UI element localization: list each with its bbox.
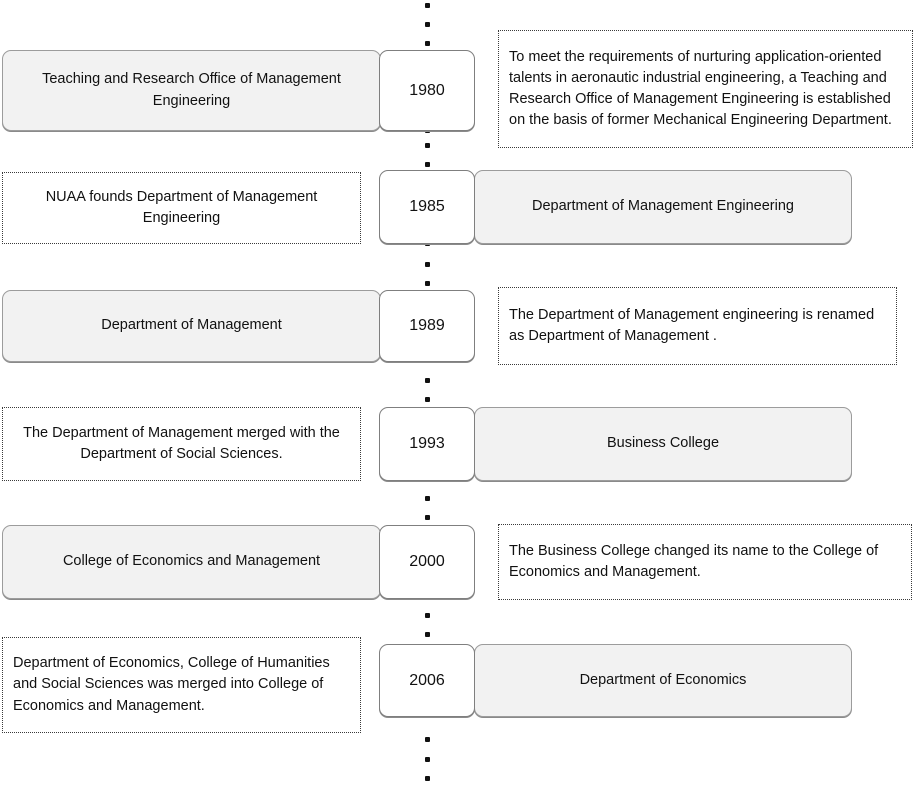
year-box-1980[interactable]: 1980 — [379, 50, 475, 131]
entity-box-1989[interactable]: Department of Management — [2, 290, 381, 362]
note-box-1980[interactable]: To meet the requirements of nurturing ap… — [498, 30, 913, 148]
timeline-dot-top — [425, 3, 430, 8]
note-box-1985[interactable]: NUAA founds Department of Management Eng… — [2, 172, 361, 244]
note-text-2006: Department of Economics, College of Huma… — [13, 655, 330, 714]
year-label-1993: 1993 — [409, 435, 445, 453]
year-box-1989[interactable]: 1989 — [379, 290, 475, 362]
timeline-dot-between — [425, 162, 430, 167]
entity-label-1993: Business College — [606, 435, 720, 452]
entity-label-1985: Department of Management Engineering — [532, 198, 794, 215]
note-box-2000[interactable]: The Business College changed its name to… — [498, 524, 912, 600]
entity-label-1989: Department of Management — [101, 317, 282, 334]
timeline-dot-bottom — [425, 776, 430, 781]
entity-box-1980[interactable]: Teaching and Research Office of Manageme… — [2, 50, 381, 131]
timeline-dot-between — [425, 632, 430, 637]
year-box-1993[interactable]: 1993 — [379, 407, 475, 481]
note-text-1989: The Department of Management engineering… — [509, 306, 875, 344]
entity-box-1993[interactable]: Business College — [474, 407, 852, 481]
timeline-dot-bottom — [425, 737, 430, 742]
note-box-1993[interactable]: The Department of Management merged with… — [2, 407, 361, 481]
timeline-dot-between — [425, 613, 430, 618]
timeline-dot-between — [425, 262, 430, 267]
year-label-1980: 1980 — [409, 81, 445, 99]
note-text-1993: The Department of Management merged with… — [23, 424, 340, 462]
year-box-2006[interactable]: 2006 — [379, 644, 475, 717]
timeline-dot-top — [425, 41, 430, 46]
year-label-2000: 2000 — [409, 553, 445, 571]
note-text-1985: NUAA founds Department of Management Eng… — [45, 188, 318, 226]
note-box-2006[interactable]: Department of Economics, College of Huma… — [2, 637, 361, 733]
note-text-2000: The Business College changed its name to… — [509, 542, 879, 580]
year-label-1989: 1989 — [409, 317, 445, 335]
timeline-dot-between — [425, 515, 430, 520]
note-text-1980: To meet the requirements of nurturing ap… — [509, 48, 892, 129]
year-label-2006: 2006 — [409, 671, 445, 689]
note-box-1989[interactable]: The Department of Management engineering… — [498, 287, 897, 365]
entity-box-2006[interactable]: Department of Economics — [474, 644, 852, 717]
entity-label-2006: Department of Economics — [579, 671, 747, 688]
year-box-2000[interactable]: 2000 — [379, 525, 475, 599]
year-box-1985[interactable]: 1985 — [379, 170, 475, 244]
timeline-dot-top — [425, 22, 430, 27]
entity-box-1985[interactable]: Department of Management Engineering — [474, 170, 852, 244]
entity-box-2000[interactable]: College of Economics and Management — [2, 525, 381, 599]
timeline-dot-bottom — [425, 757, 430, 762]
timeline-dot-between — [425, 397, 430, 402]
entity-label-1980: Teaching and Research Office of Manageme… — [42, 71, 341, 109]
timeline-dot-between — [425, 143, 430, 148]
timeline-dot-between — [425, 496, 430, 501]
timeline-dot-between — [425, 281, 430, 286]
timeline-dot-between — [425, 378, 430, 383]
year-label-1985: 1985 — [409, 198, 445, 216]
entity-label-2000: College of Economics and Management — [62, 553, 321, 570]
